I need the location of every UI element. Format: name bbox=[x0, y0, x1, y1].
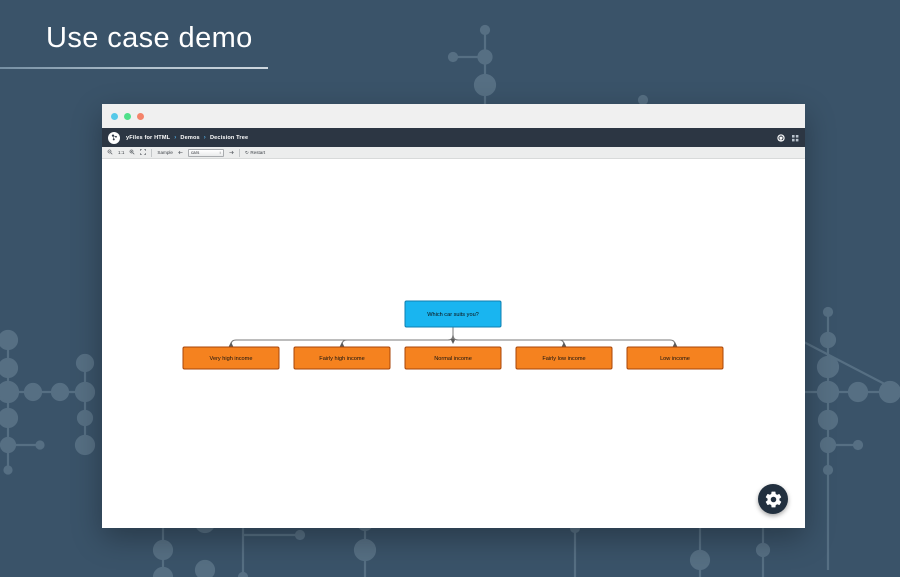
gear-icon bbox=[765, 491, 781, 507]
slide-headline-block: Use case demo bbox=[0, 22, 268, 69]
title-underline bbox=[0, 67, 268, 69]
sample-select[interactable]: cars ↕ bbox=[187, 148, 224, 157]
chevron-down-icon: ↕ bbox=[218, 150, 221, 155]
graph-node-label: Very high income bbox=[210, 356, 253, 362]
yfiles-logo-icon bbox=[108, 131, 120, 144]
appbar-icon-group bbox=[777, 129, 799, 147]
graph-canvas[interactable]: Which car suits you? Very high income Fair… bbox=[102, 159, 805, 528]
window-titlebar bbox=[102, 104, 805, 128]
graph-node-label: Which car suits you? bbox=[427, 312, 479, 318]
restart-icon: ↻ bbox=[244, 149, 249, 155]
breadcrumb-separator-icon: › bbox=[203, 134, 206, 141]
sample-label: Sample bbox=[157, 150, 173, 155]
graph-node-label: Fairly high income bbox=[319, 356, 364, 362]
breadcrumb-item-decision-tree[interactable]: Decision Tree bbox=[209, 134, 249, 141]
zoom-out-icon[interactable] bbox=[107, 149, 113, 156]
window-minimize-button[interactable] bbox=[124, 112, 131, 120]
decision-tree-graph: Which car suits you? Very high income Fair… bbox=[182, 300, 724, 370]
app-header: yFiles for HTML › Demos › Decision Tree bbox=[102, 128, 805, 147]
toolbar-separator bbox=[151, 148, 153, 157]
graph-edge bbox=[339, 327, 454, 347]
window-close-button[interactable] bbox=[111, 112, 118, 120]
zoom-level-label[interactable]: 1:1 bbox=[118, 150, 125, 155]
breadcrumb-separator-icon: › bbox=[174, 134, 177, 141]
graph-node-label: Fairly low income bbox=[542, 356, 585, 362]
graph-edge bbox=[452, 327, 567, 347]
fit-content-icon[interactable] bbox=[140, 149, 147, 156]
restart-button-label: Restart bbox=[250, 150, 266, 155]
page-title: Use case demo bbox=[46, 22, 253, 54]
sample-select-value: cars bbox=[190, 150, 200, 155]
graph-node-label: Low income bbox=[660, 356, 690, 362]
next-sample-icon[interactable] bbox=[229, 150, 234, 156]
graph-node[interactable]: Low income bbox=[626, 346, 724, 370]
breadcrumb: yFiles for HTML › Demos › Decision Tree bbox=[126, 135, 248, 141]
graph-nodes: Which car suits you? Very high income Fair… bbox=[182, 300, 724, 370]
github-icon[interactable] bbox=[777, 129, 785, 147]
toolbar-separator bbox=[238, 148, 240, 157]
settings-gear-button[interactable] bbox=[758, 484, 788, 514]
graph-node[interactable]: Very high income bbox=[182, 346, 280, 370]
graph-node[interactable]: Fairly high income bbox=[293, 346, 391, 370]
restart-button[interactable]: ↻ Restart bbox=[245, 150, 265, 156]
graph-node-label: Normal income bbox=[434, 356, 472, 362]
graph-edge bbox=[452, 327, 678, 347]
graph-node-root[interactable]: Which car suits you? bbox=[404, 300, 502, 328]
graph-node[interactable]: Normal income bbox=[404, 346, 502, 370]
graph-toolbar: 1:1 Sample cars bbox=[102, 147, 805, 159]
apps-grid-icon[interactable] bbox=[792, 129, 799, 147]
breadcrumb-item-demos[interactable]: Demos bbox=[180, 134, 200, 141]
previous-sample-icon[interactable] bbox=[178, 150, 183, 156]
browser-window: yFiles for HTML › Demos › Decision Tree bbox=[102, 104, 805, 528]
window-maximize-button[interactable] bbox=[137, 112, 144, 120]
zoom-in-icon[interactable] bbox=[129, 149, 135, 156]
graph-edges bbox=[228, 327, 678, 347]
graph-node[interactable]: Fairly low income bbox=[515, 346, 613, 370]
breadcrumb-item-yfiles[interactable]: yFiles for HTML bbox=[126, 134, 171, 141]
